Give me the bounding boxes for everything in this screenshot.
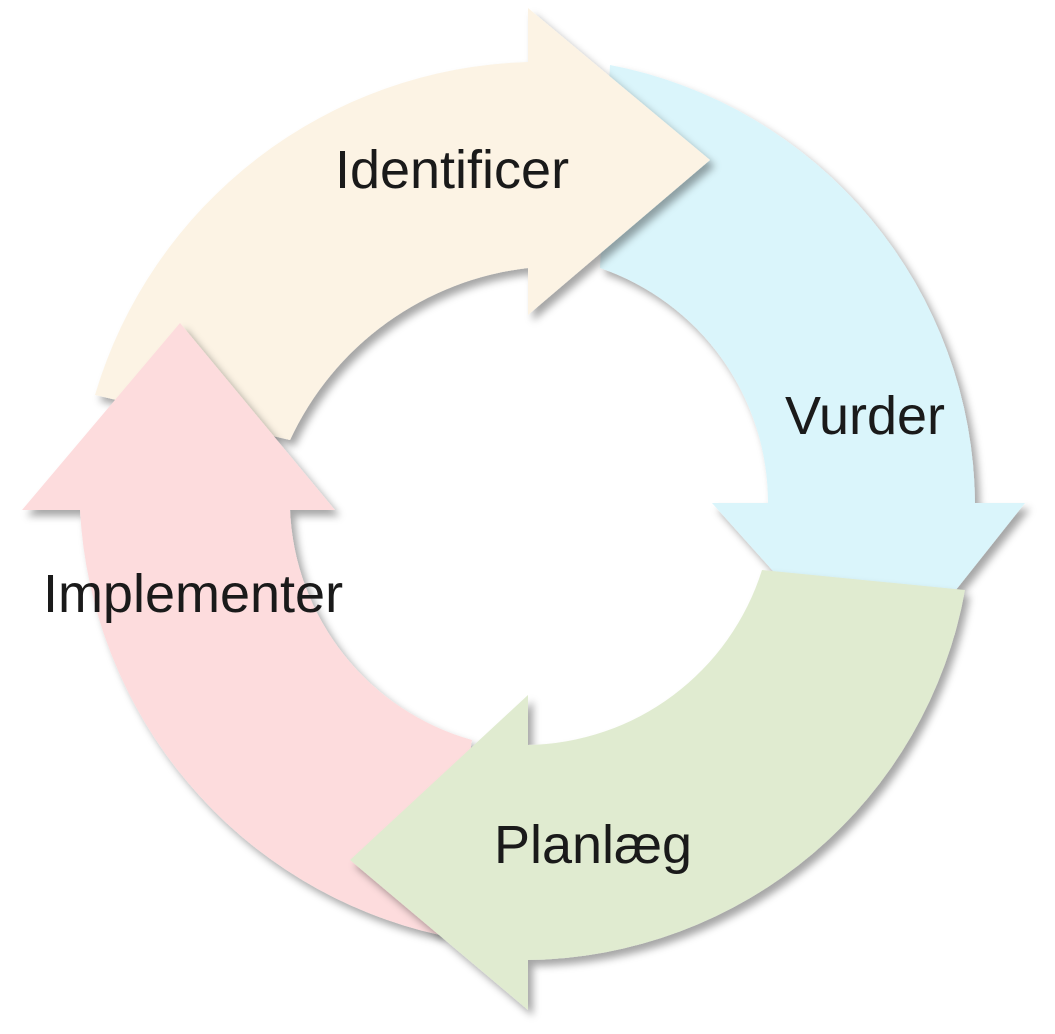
stage-label-implementer: Implementer [42, 564, 344, 624]
stage-label-planlaeg: Planlæg [493, 815, 693, 875]
arrow-implementer [22, 323, 472, 935]
arrow-planlaeg [350, 570, 965, 1010]
arrow-vurder [600, 65, 1025, 688]
stage-label-identificer: Identificer [334, 140, 570, 200]
arrow-identificer [95, 8, 710, 440]
stage-label-vurder: Vurder [784, 386, 946, 446]
